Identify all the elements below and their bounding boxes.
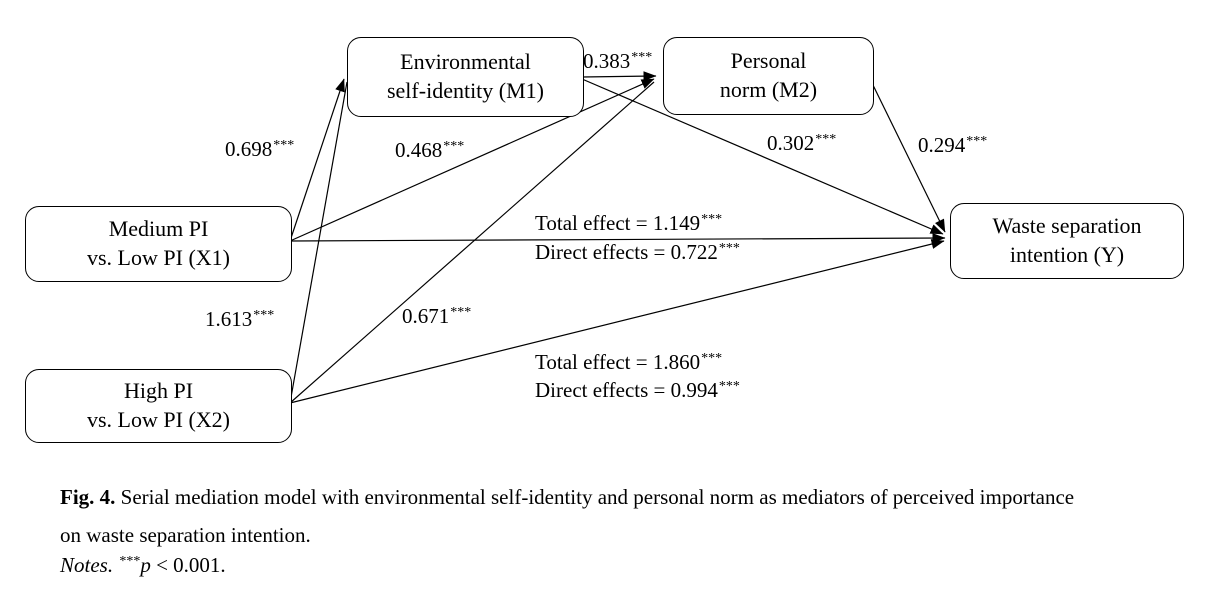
- significance-stars: ***: [701, 351, 723, 366]
- node-environmental-self-identity-m1: Environmental self-identity (M1): [347, 37, 584, 117]
- effect-text: Direct effects = 0.994: [535, 378, 718, 402]
- coef-m1-m2: 0.383***: [583, 49, 652, 74]
- arrow-x2-to-m2: [289, 81, 655, 404]
- significance-stars: ***: [718, 241, 740, 256]
- significance-stars: ***: [718, 379, 740, 394]
- arrow-m2-to-y: [870, 80, 946, 233]
- effect-x2-y-total: Total effect = 1.860***: [535, 350, 722, 375]
- node-label-line: Medium PI: [108, 216, 209, 242]
- significance-stars: ***: [966, 134, 988, 149]
- effect-x1-y-direct: Direct effects = 0.722***: [535, 240, 740, 265]
- coef-x1-m1: 0.698***: [225, 137, 294, 162]
- coef-value: 0.468: [395, 138, 443, 162]
- coef-value: 0.383: [583, 49, 631, 73]
- node-medium-pi-x1: Medium PI vs. Low PI (X1): [25, 206, 292, 282]
- node-label-line: self-identity (M1): [386, 78, 545, 103]
- node-high-pi-x2: High PI vs. Low PI (X2): [25, 369, 292, 443]
- effect-x1-y-total: Total effect = 1.149***: [535, 211, 722, 236]
- node-label-line: High PI: [123, 378, 194, 404]
- arrow-x2-to-m1: [289, 81, 348, 404]
- significance-stars: ***: [815, 132, 837, 147]
- effect-text: Direct effects = 0.722: [535, 240, 718, 264]
- coef-m1-y: 0.302***: [767, 131, 836, 156]
- significance-stars: ***: [631, 50, 653, 65]
- p-symbol: p: [140, 553, 151, 577]
- significance-stars: ***: [701, 212, 723, 227]
- coef-value: 0.302: [767, 131, 815, 155]
- node-label-line: Environmental: [400, 49, 531, 75]
- node-label-line: vs. Low PI (X2): [87, 407, 230, 432]
- figure-caption-line1: Fig. 4. Serial mediation model with envi…: [60, 485, 1074, 510]
- significance-stars: ***: [119, 554, 141, 569]
- effect-text: Total effect = 1.860: [535, 350, 701, 374]
- effect-text: Total effect = 1.149: [535, 211, 701, 235]
- node-label-line: vs. Low PI (X1): [87, 245, 230, 270]
- notes-label: Notes.: [60, 553, 114, 577]
- node-label-line: Personal: [730, 48, 807, 74]
- node-label-line: norm (M2): [719, 77, 818, 102]
- significance-stars: ***: [273, 138, 295, 153]
- arrow-m1-to-y: [581, 78, 944, 235]
- figure-caption-line2: on waste separation intention.: [60, 523, 311, 548]
- effect-x2-y-direct: Direct effects = 0.994***: [535, 378, 740, 403]
- node-label-line: intention (Y): [1009, 242, 1125, 267]
- node-waste-separation-intention-y: Waste separation intention (Y): [950, 203, 1184, 279]
- coef-x2-m2: 0.671***: [402, 304, 471, 329]
- coef-x1-m2: 0.468***: [395, 138, 464, 163]
- significance-stars: ***: [450, 305, 472, 320]
- node-personal-norm-m2: Personal norm (M2): [663, 37, 874, 115]
- coef-value: 1.613: [205, 307, 253, 331]
- coef-x2-m1: 1.613***: [205, 307, 274, 332]
- arrow-m1-to-m2: [581, 71, 657, 82]
- coef-m2-y: 0.294***: [918, 133, 987, 158]
- caption-text: Serial mediation model with environmenta…: [115, 485, 1075, 509]
- coef-value: 0.294: [918, 133, 966, 157]
- arrow-x1-to-m1: [289, 78, 345, 242]
- coef-value: 0.698: [225, 137, 273, 161]
- arrow-x1-to-m2: [289, 78, 655, 242]
- arrow-x1-to-y: [289, 233, 946, 244]
- node-label-line: Waste separation: [992, 213, 1142, 239]
- arrow-x2-to-y: [289, 239, 945, 404]
- significance-stars: ***: [253, 308, 275, 323]
- figure-caption-notes: Notes. ***p < 0.001.: [60, 553, 226, 578]
- coef-value: 0.671: [402, 304, 450, 328]
- significance-stars: ***: [443, 139, 465, 154]
- p-threshold: < 0.001.: [150, 553, 226, 577]
- figure-number: Fig. 4.: [60, 485, 116, 509]
- caption-text: on waste separation intention.: [60, 523, 311, 547]
